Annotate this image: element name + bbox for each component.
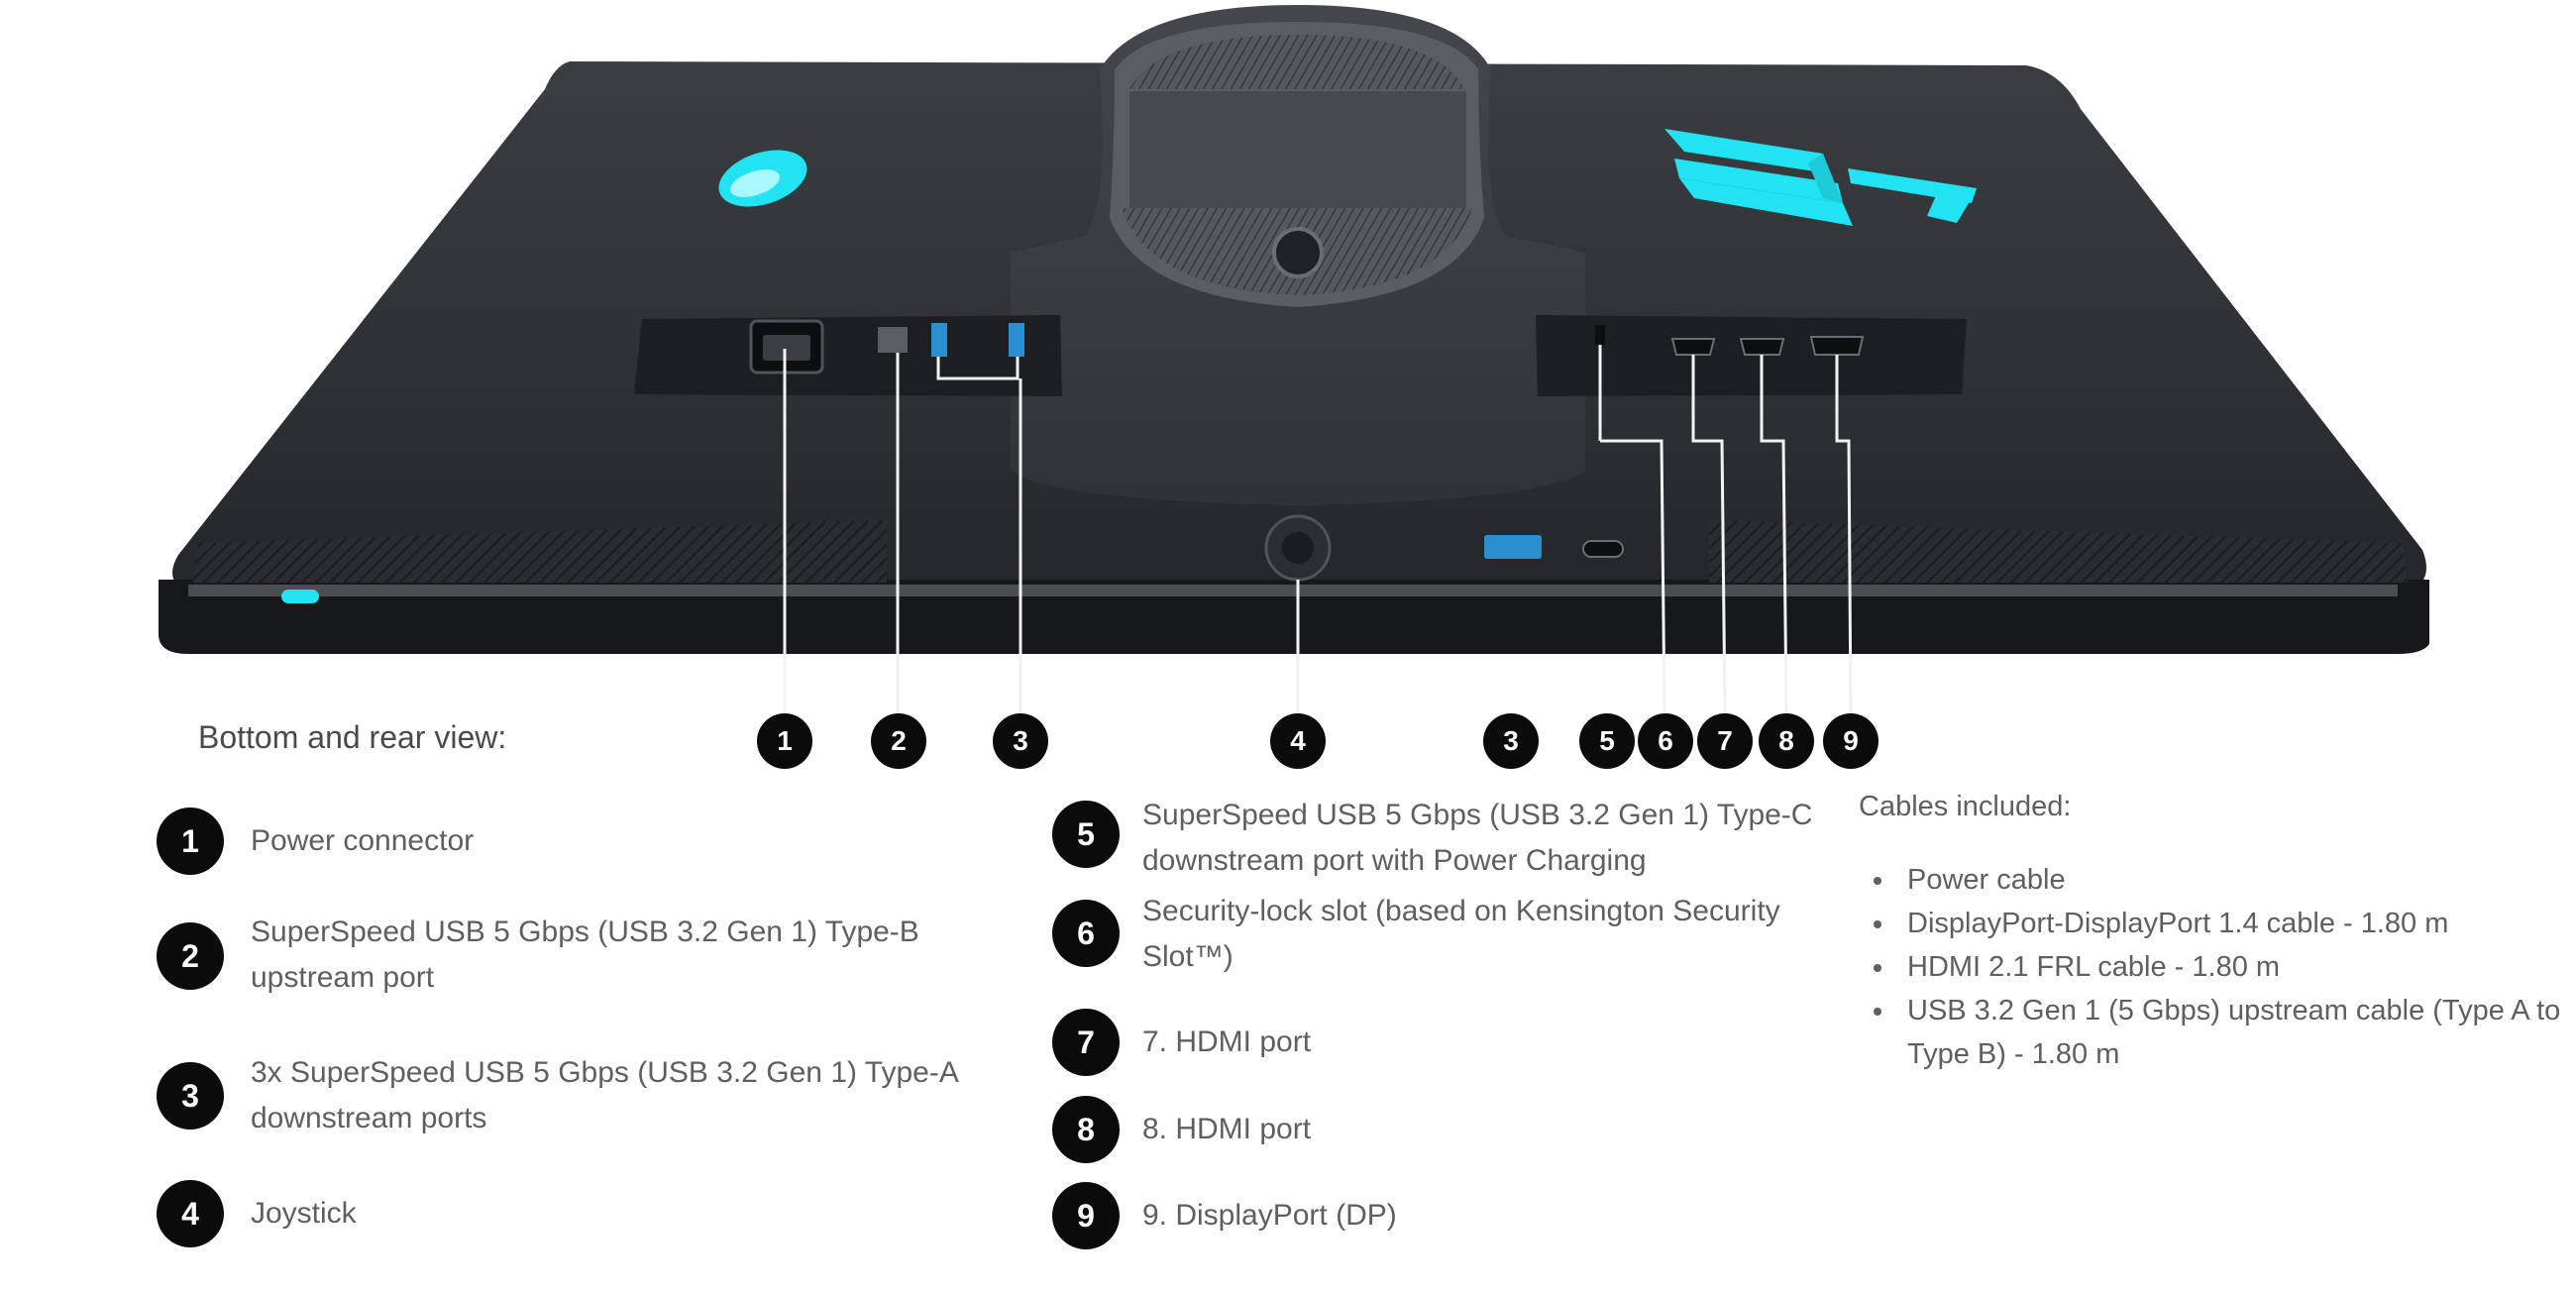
legend-text-6: Security-lock slot (based on Kensington … xyxy=(1142,895,1780,973)
cable-item: HDMI 2.1 FRL cable - 1.80 m xyxy=(1874,945,2576,989)
bottom-front-ports xyxy=(281,514,1624,603)
callout-1: 1 xyxy=(757,713,812,769)
legend-num-6: 6 xyxy=(1052,900,1120,967)
legend-num-5: 5 xyxy=(1052,801,1120,868)
legend-num-1: 1 xyxy=(157,808,224,875)
legend-num-3: 3 xyxy=(157,1062,224,1130)
monitor-stand-mount xyxy=(1011,5,1585,505)
legend-text-2: SuperSpeed USB 5 Gbps (USB 3.2 Gen 1) Ty… xyxy=(251,916,919,994)
callout-3: 3 xyxy=(993,713,1048,769)
right-port-panel xyxy=(1536,315,1967,396)
cable-item: USB 3.2 Gen 1 (5 Gbps) upstream cable (T… xyxy=(1874,989,2576,1076)
callout-9: 9 xyxy=(1823,713,1878,769)
callout-6: 6 xyxy=(1638,713,1693,769)
legend-num-2: 2 xyxy=(157,922,224,990)
callout-lines xyxy=(783,345,1853,714)
view-caption: Bottom and rear view: xyxy=(198,719,507,755)
legend-text-3: 3x SuperSpeed USB 5 Gbps (USB 3.2 Gen 1)… xyxy=(251,1056,958,1134)
left-port-panel xyxy=(634,315,1062,396)
callout-4: 4 xyxy=(1270,713,1326,769)
cable-item: Power cable xyxy=(1874,858,2576,902)
legend-num-8: 8 xyxy=(1052,1096,1120,1163)
cables-list: Power cable DisplayPort-DisplayPort 1.4 … xyxy=(1863,858,2576,1076)
callout-3-front: 3 xyxy=(1483,713,1539,769)
cable-item: DisplayPort-DisplayPort 1.4 cable - 1.80… xyxy=(1874,902,2576,945)
callout-7: 7 xyxy=(1697,713,1753,769)
legend-num-9: 9 xyxy=(1052,1182,1120,1249)
model-number-light xyxy=(1664,129,1977,226)
callout-8: 8 xyxy=(1759,713,1814,769)
legend-text-9: 9. DisplayPort (DP) xyxy=(1142,1199,1397,1232)
alienware-logo-light xyxy=(718,150,807,207)
callout-2: 2 xyxy=(871,713,926,769)
cables-title: Cables included: xyxy=(1859,791,2072,822)
legend-num-7: 7 xyxy=(1052,1009,1120,1076)
legend-text-8: 8. HDMI port xyxy=(1142,1113,1312,1145)
legend-text-7: 7. HDMI port xyxy=(1142,1025,1312,1058)
callout-5: 5 xyxy=(1579,713,1635,769)
legend-text-5: SuperSpeed USB 5 Gbps (USB 3.2 Gen 1) Ty… xyxy=(1142,799,1813,877)
legend-text-1: Power connector xyxy=(251,824,475,857)
legend-text-4: Joystick xyxy=(251,1197,357,1230)
legend-num-4: 4 xyxy=(157,1180,224,1247)
